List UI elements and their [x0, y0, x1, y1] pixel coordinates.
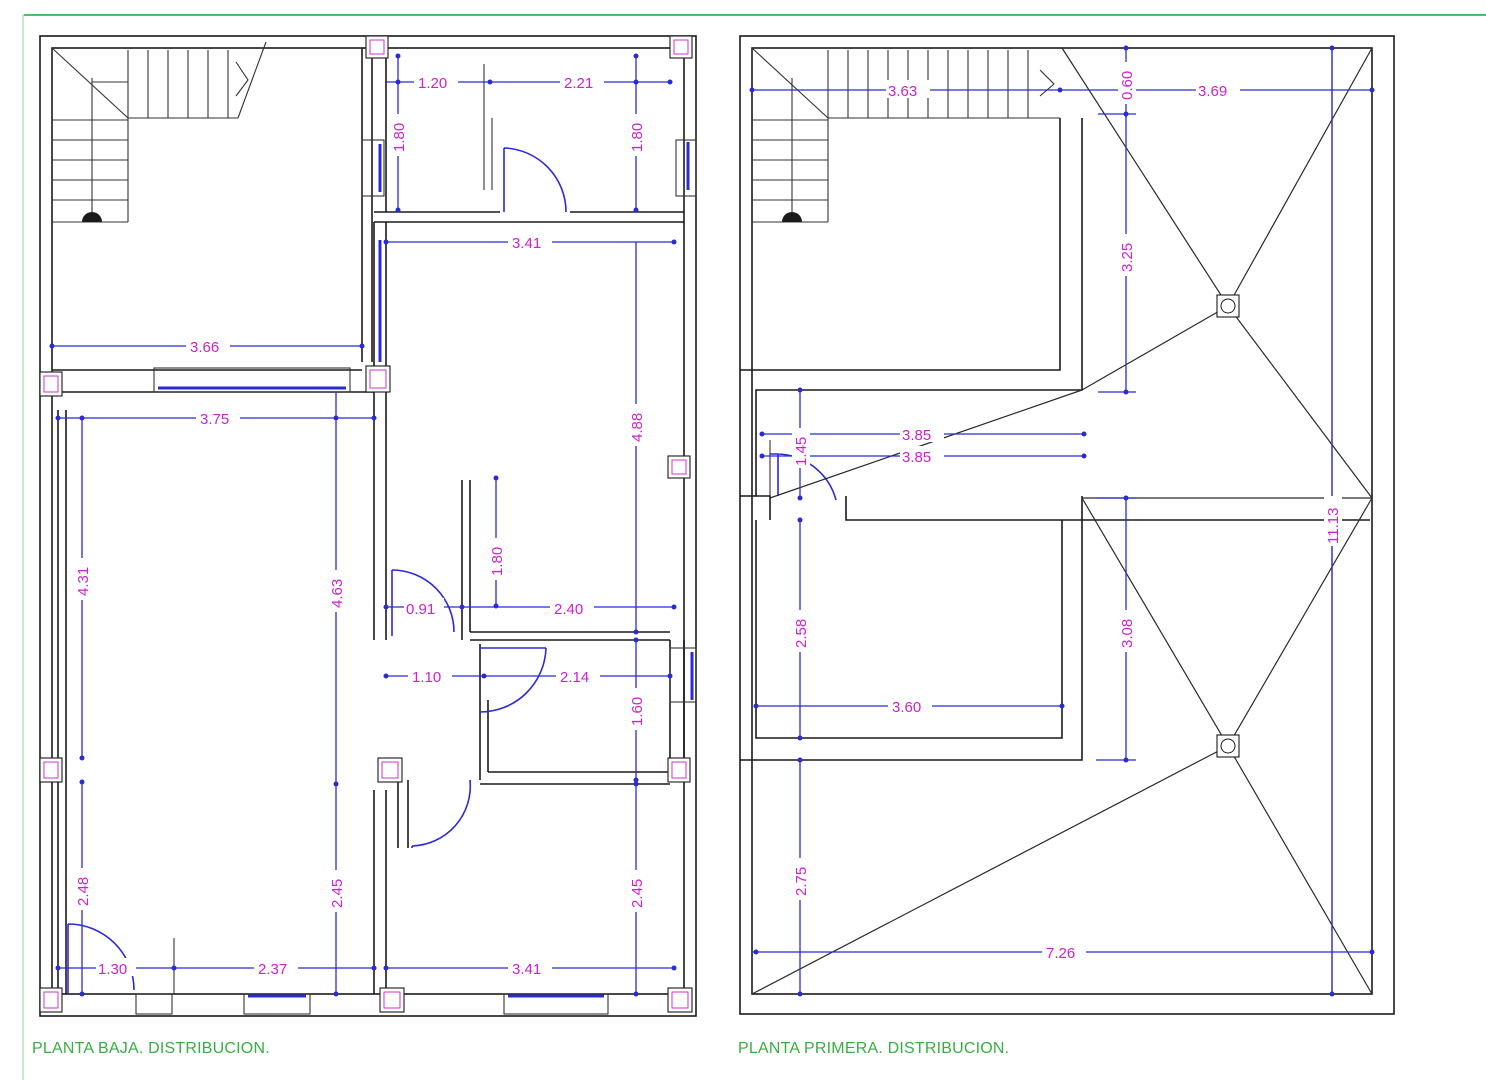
dim-2.14: 2.14 — [560, 669, 589, 686]
first-dimension-labels-vertical: 0.60 3.25 1.45 11.13 2.58 3.08 2.75 — [792, 62, 1342, 900]
sheet-left-border — [22, 14, 24, 1080]
dim-1.80-bedroom: 1.80 — [489, 547, 506, 576]
dim-1.60: 1.60 — [629, 697, 646, 726]
ground-dimension-lines — [52, 56, 674, 994]
dim-3.69: 3.69 — [1198, 83, 1227, 100]
dim-1.20: 1.20 — [418, 75, 447, 92]
roof-ridge-lines — [751, 47, 1373, 995]
ground-exterior-wall-inner — [51, 47, 685, 995]
wall-hall-door — [397, 780, 409, 848]
ground-dimension-ticks — [49, 53, 677, 997]
ground-columns — [39, 35, 693, 1013]
wall-stair-room — [361, 48, 373, 362]
first-staircase — [751, 47, 1060, 223]
dim-4.88: 4.88 — [629, 413, 646, 442]
ground-dimension-labels: 1.20 2.21 3.41 3.66 3.75 0.91 2.40 1.10 … — [96, 72, 604, 978]
dim-1.45: 1.45 — [793, 437, 810, 466]
ground-dimension-labels-vertical: 1.80 1.80 4.88 4.31 4.63 1.80 1.60 2.48 … — [74, 114, 646, 912]
first-dimension-ticks — [749, 45, 1375, 997]
dim-2.58: 2.58 — [793, 619, 810, 648]
dim-3.85-lower: 3.85 — [902, 449, 931, 466]
wall-bedroom1 — [461, 480, 670, 641]
wall-mid — [756, 495, 1370, 521]
stair-arrow-dot-icon — [82, 212, 102, 222]
dim-1.80-left: 1.80 — [391, 123, 408, 152]
dim-1.10: 1.10 — [412, 669, 441, 686]
first-floor-plan: 3.63 3.69 3.85 3.85 3.60 7.26 0.60 3.25 … — [739, 35, 1395, 1015]
sheet-top-border — [22, 14, 1486, 16]
dim-2.45-left: 2.45 — [329, 879, 346, 908]
dim-3.41-top: 3.41 — [512, 235, 541, 252]
roof-column-upper — [1216, 294, 1240, 318]
dim-3.66: 3.66 — [190, 339, 219, 356]
dim-4.31: 4.31 — [75, 567, 92, 596]
stair-arrow-dot-icon-first — [782, 212, 802, 222]
wall-bath-top — [374, 48, 684, 223]
dim-2.45-right: 2.45 — [629, 879, 646, 908]
ground-floor-plan: 1.20 2.21 3.41 3.66 3.75 0.91 2.40 1.10 … — [39, 35, 697, 1017]
dim-2.75: 2.75 — [793, 867, 810, 896]
dim-3.25: 3.25 — [1119, 243, 1136, 272]
wall-stair-void — [740, 118, 1083, 497]
dim-3.63: 3.63 — [888, 83, 917, 100]
dim-4.63: 4.63 — [329, 579, 346, 608]
first-floor-caption: PLANTA PRIMERA. DISTRIBUCION. — [738, 1040, 1010, 1057]
ground-staircase — [51, 41, 267, 223]
dim-1.80-right: 1.80 — [629, 123, 646, 152]
dim-3.08: 3.08 — [1119, 619, 1136, 648]
dim-2.37: 2.37 — [258, 961, 287, 978]
dim-1.30: 1.30 — [98, 961, 127, 978]
wall-room-lower — [740, 496, 1083, 761]
ground-windows — [135, 139, 697, 1015]
ground-exterior-wall-outer — [39, 35, 697, 1017]
dim-3.75: 3.75 — [200, 411, 229, 428]
wall-central-lower — [373, 790, 387, 994]
wall-living-left — [57, 410, 67, 994]
first-exterior-wall-outer — [739, 35, 1395, 1015]
dim-3.41-bottom: 3.41 — [512, 961, 541, 978]
ground-floor-caption: PLANTA BAJA. DISTRIBUCION. — [32, 1040, 270, 1057]
roof-column-lower — [1216, 734, 1240, 758]
dim-2.21: 2.21 — [564, 75, 593, 92]
first-dimension-labels: 3.63 3.69 3.85 3.85 3.60 7.26 — [886, 80, 1240, 962]
dim-0.60: 0.60 — [1119, 71, 1136, 100]
dim-7.26: 7.26 — [1046, 945, 1075, 962]
ground-doors — [67, 64, 567, 994]
dim-2.48: 2.48 — [75, 877, 92, 906]
wall-central-vertical — [373, 222, 387, 640]
first-door — [770, 453, 837, 501]
dim-3.85-upper: 3.85 — [902, 427, 931, 444]
dim-3.60: 3.60 — [892, 699, 921, 716]
dim-0.91: 0.91 — [406, 601, 435, 618]
dim-2.40: 2.40 — [554, 601, 583, 618]
dim-11.13: 11.13 — [1325, 508, 1342, 544]
